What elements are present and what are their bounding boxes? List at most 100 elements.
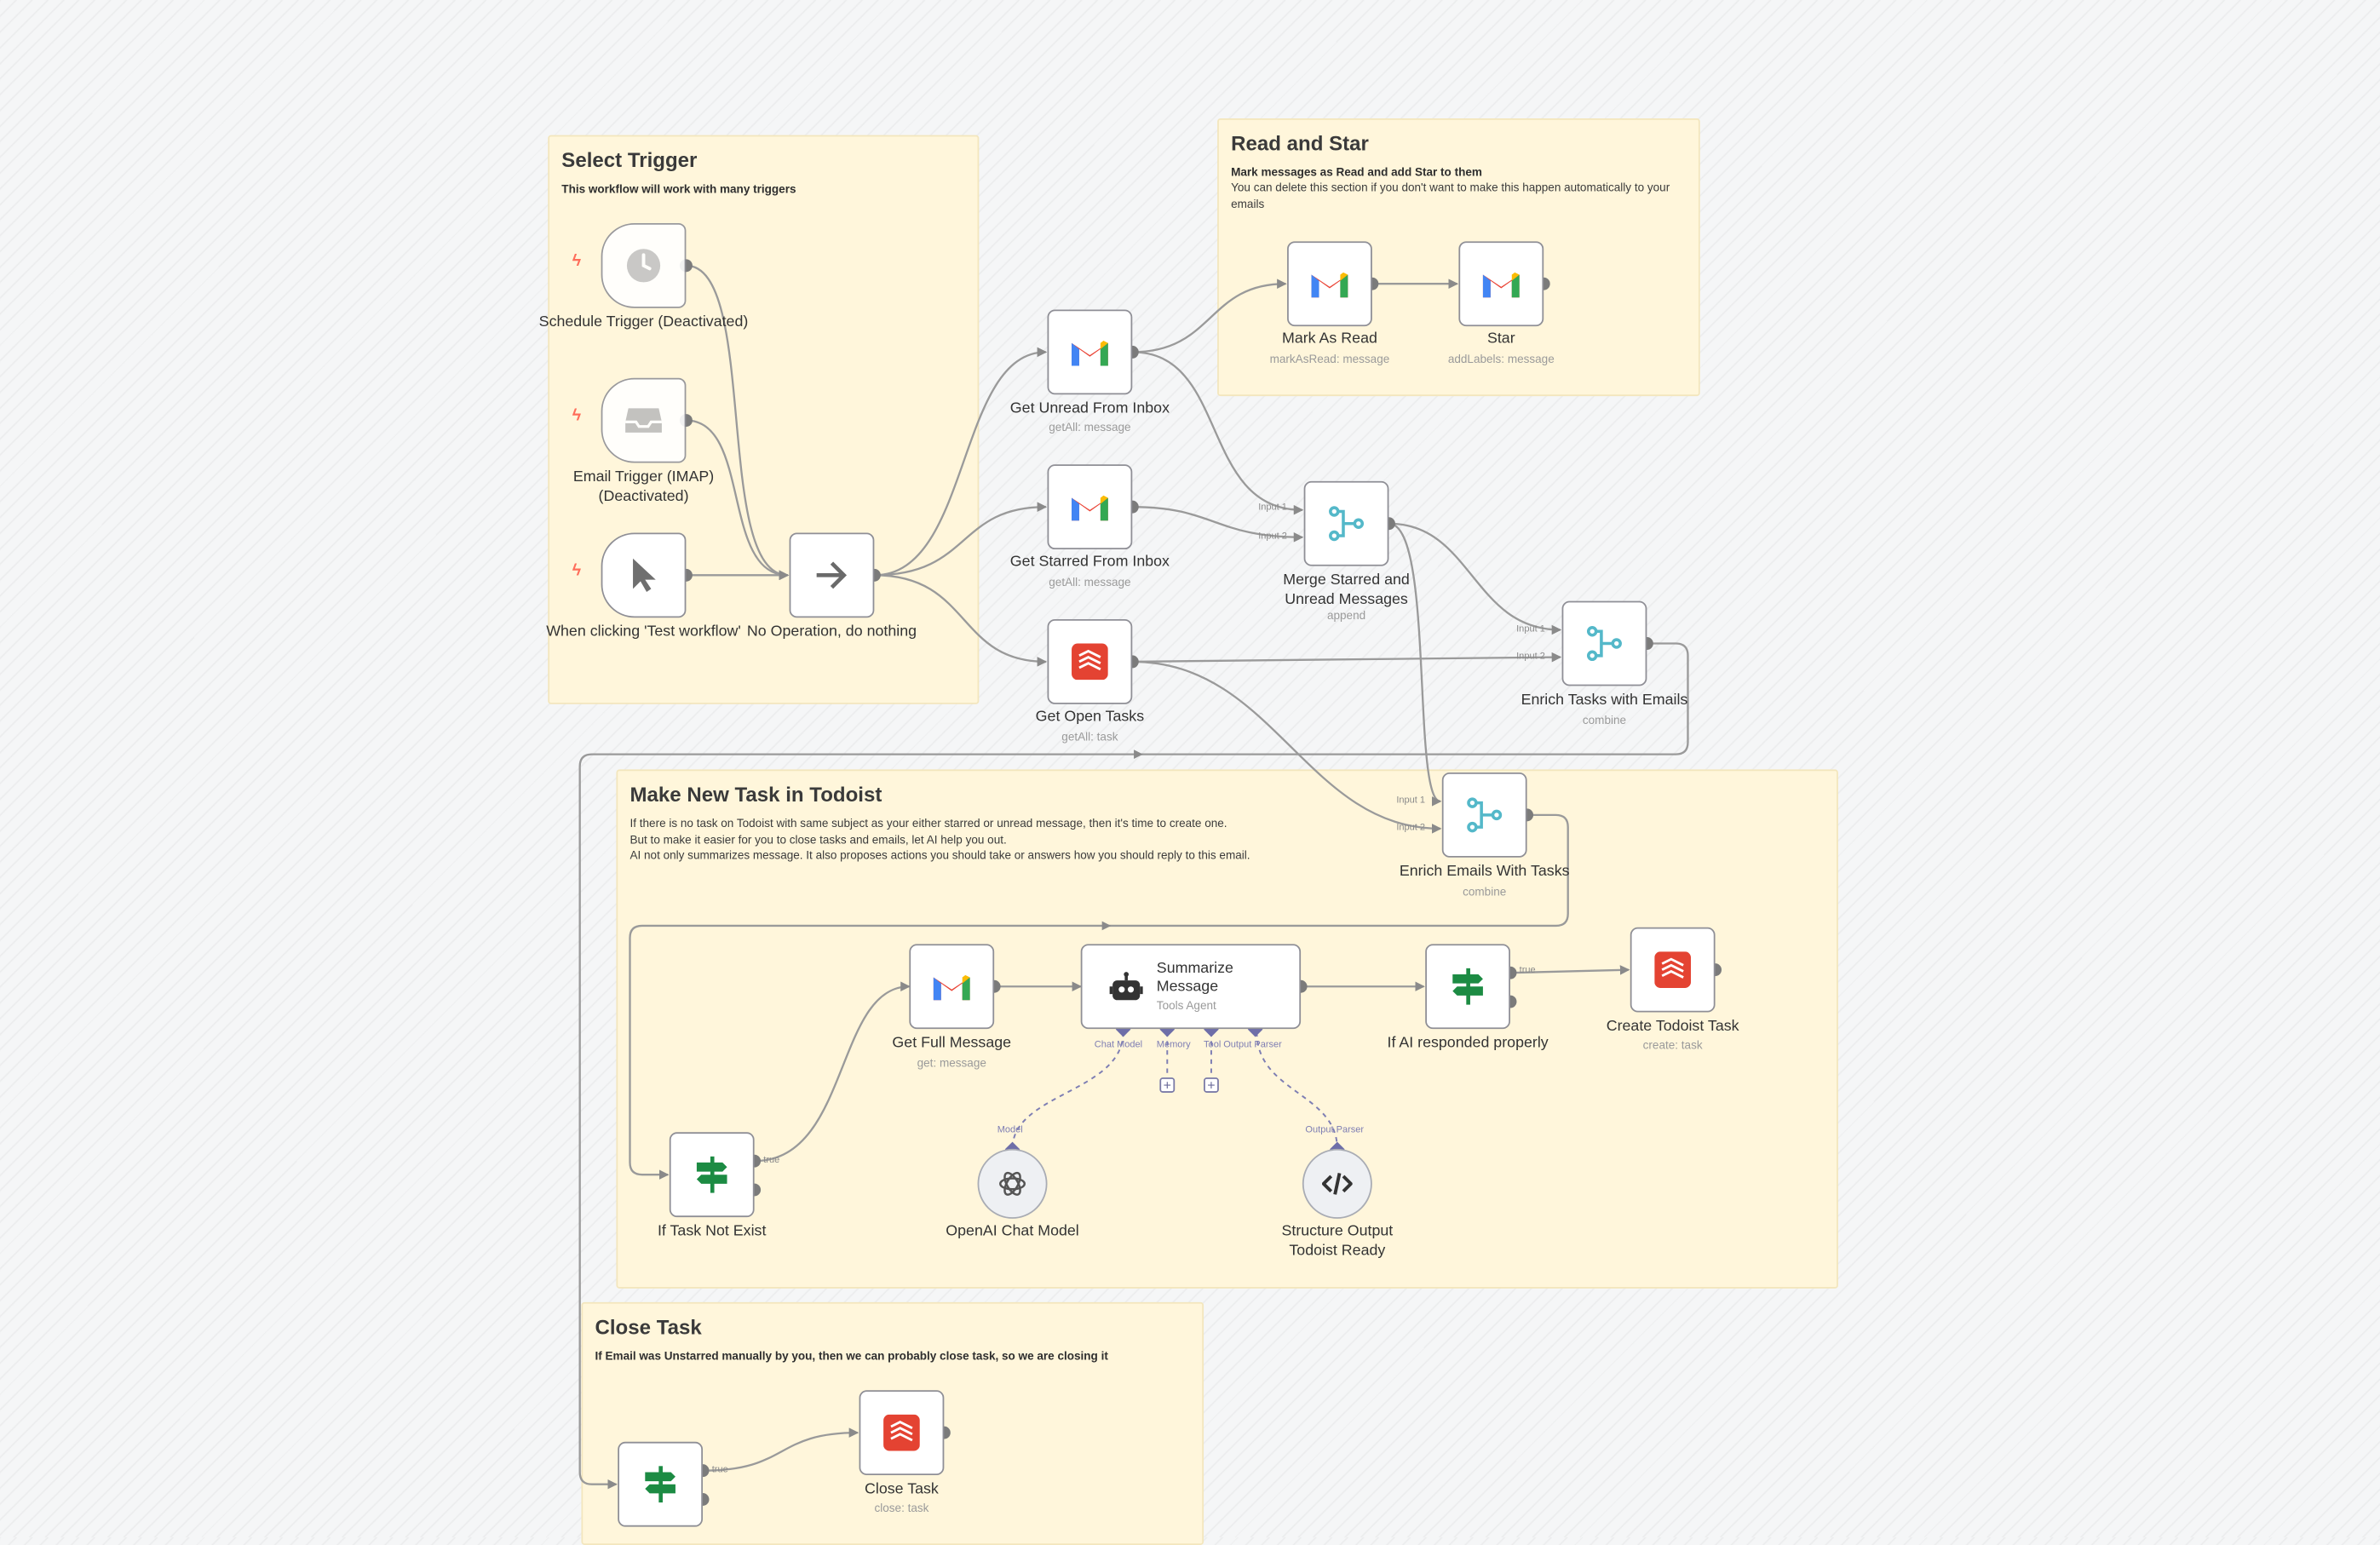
signpost-icon [645, 1466, 675, 1503]
trigger-bolt-icon: ϟ [572, 561, 582, 580]
handle-label: Input 1 [1396, 795, 1426, 807]
node-sublabel: markAsRead: message [1269, 352, 1390, 366]
inbox-icon [625, 408, 662, 433]
handle-label: Output Parser [1305, 1124, 1365, 1135]
sticky-text-line: If there is no task on Todoist with same… [629, 816, 1227, 830]
edge [1132, 351, 1304, 515]
node-if-email-unstarred[interactable] [618, 1441, 704, 1527]
sticky-title: Make New Task in Todoist [629, 783, 882, 807]
ai-edge [1256, 1031, 1338, 1149]
node-sublabel: Tools Agent [1156, 998, 1216, 1013]
handle-label: Tool [1204, 1039, 1222, 1051]
node-if-task-not-exist[interactable] [669, 1132, 755, 1218]
node-mark-as-read[interactable] [1287, 241, 1372, 327]
edge [1132, 505, 1304, 543]
merge-icon [1329, 506, 1365, 542]
edge [686, 419, 790, 581]
node-label: No Operation, do nothing [746, 623, 917, 640]
node-get-full-message[interactable] [909, 944, 995, 1030]
sticky-make-new-task[interactable]: Make New Task in Todoist If there is no … [616, 769, 1838, 1289]
todoist-icon [1654, 951, 1692, 989]
handle-label: Input 2 [1258, 531, 1287, 543]
node-manual-trigger[interactable] [601, 532, 687, 618]
edge [686, 264, 790, 581]
openai-icon [999, 1171, 1026, 1196]
node-get-unread[interactable] [1047, 309, 1133, 395]
node-sublabel: getAll: message [1049, 420, 1131, 434]
node-label: If Task Not Exist [657, 1223, 767, 1240]
node-label: Create Todoist Task [1606, 1018, 1739, 1036]
node-enrich-emails[interactable] [1441, 772, 1527, 858]
node-summarize-message[interactable]: Summarize Message Tools Agent [1080, 944, 1302, 1030]
add-memory-button[interactable]: + [1159, 1077, 1176, 1093]
arrow-right-icon [816, 561, 848, 589]
pointer-icon [633, 558, 656, 592]
code-icon [1322, 1172, 1353, 1195]
edge [874, 502, 1048, 577]
node-enrich-tasks[interactable] [1561, 600, 1647, 686]
handle-label: Memory [1156, 1039, 1191, 1051]
node-label: OpenAI Chat Model [946, 1223, 1079, 1240]
edge [1509, 965, 1630, 975]
handle-label: Input 1 [1516, 623, 1545, 635]
handle-label: true [1519, 965, 1536, 976]
add-tool-button[interactable]: + [1204, 1077, 1219, 1093]
node-sublabel: close: task [874, 1501, 929, 1515]
gmail-icon [1072, 341, 1108, 366]
sticky-bold-text: Mark messages as Read and add Star to th… [1231, 165, 1482, 180]
sticky-read-and-star[interactable]: Read and Star Mark messages as Read and … [1217, 118, 1700, 397]
node-label: Get Full Message [892, 1035, 1012, 1052]
node-sublabel: addLabels: message [1447, 352, 1555, 366]
sticky-title: Read and Star [1231, 132, 1369, 155]
node-get-open-tasks[interactable] [1047, 619, 1133, 704]
node-sublabel: create: task [1642, 1037, 1703, 1052]
handle-label: Input 1 [1258, 502, 1287, 514]
sticky-title: Select Trigger [561, 148, 698, 172]
node-label: Summarize Message [1156, 960, 1233, 996]
todoist-icon [883, 1414, 920, 1451]
merge-icon [1586, 626, 1622, 662]
node-label: When clicking 'Test workflow' [546, 623, 741, 640]
trigger-bolt-icon: ϟ [572, 251, 582, 271]
handle-label: Chat Model [1094, 1039, 1143, 1051]
node-merge-starred-unread[interactable] [1303, 480, 1389, 566]
sticky-text: If Email was Unstarred manually by you, … [595, 1349, 1108, 1364]
signpost-icon [1452, 968, 1483, 1005]
edge [1132, 660, 1442, 834]
edge [578, 642, 1689, 1490]
sticky-text-line: AI not only summarizes message. It also … [629, 848, 1250, 863]
node-sublabel: combine [1463, 884, 1507, 899]
node-close-task[interactable] [859, 1390, 945, 1476]
sticky-text: You can delete this section if you don't… [1231, 181, 1670, 210]
ai-edge [1011, 1031, 1124, 1149]
edge [1388, 522, 1562, 635]
node-label: Schedule Trigger (Deactivated) [538, 313, 749, 331]
node-label: Get Open Tasks [1035, 709, 1145, 726]
node-sublabel: append [1326, 608, 1366, 623]
edge [629, 813, 1569, 1180]
node-create-todoist-task[interactable] [1630, 927, 1716, 1013]
clock-icon [626, 249, 661, 283]
node-label: Merge Starred and Unread Messages [1283, 571, 1410, 608]
node-structure-output[interactable] [1302, 1148, 1372, 1219]
gmail-icon [933, 974, 970, 1001]
handle-label: Output Parser [1223, 1039, 1282, 1051]
node-sublabel: getAll: task [1061, 730, 1118, 744]
node-schedule-trigger[interactable] [601, 222, 687, 308]
node-email-trigger[interactable] [601, 377, 687, 463]
node-no-operation[interactable] [789, 532, 875, 618]
handle-label: true [763, 1155, 780, 1166]
node-label: Get Unread From Inbox [1009, 400, 1170, 418]
node-star[interactable] [1458, 241, 1544, 327]
node-label: Mark As Read [1281, 330, 1377, 348]
edge [1132, 279, 1287, 353]
node-sublabel: get: message [917, 1056, 986, 1071]
sticky-text: This workflow will work with many trigge… [561, 181, 796, 196]
node-get-starred[interactable] [1047, 464, 1133, 550]
node-label: Star [1486, 330, 1515, 348]
node-openai-chat-model[interactable] [977, 1148, 1048, 1219]
trigger-bolt-icon: ϟ [572, 406, 582, 425]
node-if-ai-responded[interactable] [1425, 944, 1510, 1030]
